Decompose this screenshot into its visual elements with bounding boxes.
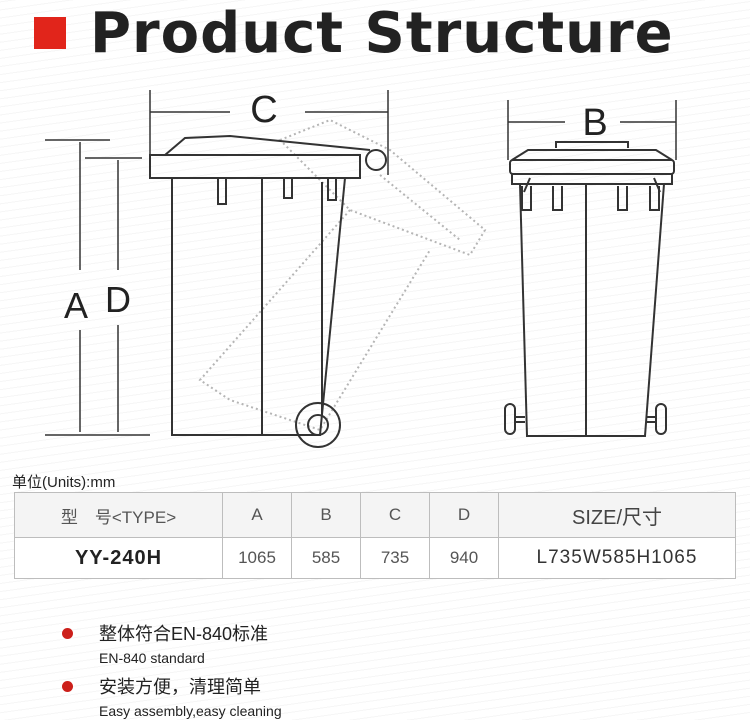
title-bar: Product Structure [34,1,674,66]
header-a: A [222,492,292,538]
feature-en: EN-840 standard [99,650,205,666]
side-view-bin [149,134,387,448]
dimension-label-b: B [582,102,607,144]
tilted-bin-ghost [198,118,487,432]
table-row: YY-240H 1065 585 735 940 L735W585H1065 [14,537,736,579]
feature-en: Easy assembly,easy cleaning [99,703,282,719]
feature-cn: 整体符合EN-840标准 [99,624,269,644]
table-header-row: 型 号<TYPE> A B C D SIZE/尺寸 [14,492,736,538]
bullet-dot [62,627,73,639]
structure-diagram: C A D B [45,89,677,448]
cell-model: YY-240H [14,537,223,579]
cell-b: 585 [291,537,361,579]
header-d: D [429,492,499,538]
front-view-dimensions [507,100,677,160]
dimension-label-d: D [105,279,131,320]
header-b: B [291,492,361,538]
cell-c: 735 [360,537,430,579]
feature-cn: 安装方便，清理简单 [99,677,261,697]
feature-item: 整体符合EN-840标准 EN-840 standard [62,620,268,666]
header-size: SIZE/尺寸 [498,492,736,538]
dimension-label-a: A [64,285,88,326]
cell-size: L735W585H1065 [498,537,736,579]
feature-item: 安装方便，清理简单 Easy assembly,easy cleaning [62,673,282,719]
page-title: Product Structure [90,0,674,66]
spec-table: 型 号<TYPE> A B C D SIZE/尺寸 YY-240H 1065 5… [14,492,736,579]
bullet-dot [62,680,73,692]
side-view-dimensions [45,90,389,436]
header-type: 型 号<TYPE> [14,492,223,538]
header-c: C [360,492,430,538]
front-view-bin [504,141,675,437]
units-note: 单位(Units):mm [12,474,116,491]
title-accent-square [34,17,66,49]
cell-d: 940 [429,537,499,579]
dimension-label-c: C [250,89,277,131]
cell-a: 1065 [222,537,292,579]
